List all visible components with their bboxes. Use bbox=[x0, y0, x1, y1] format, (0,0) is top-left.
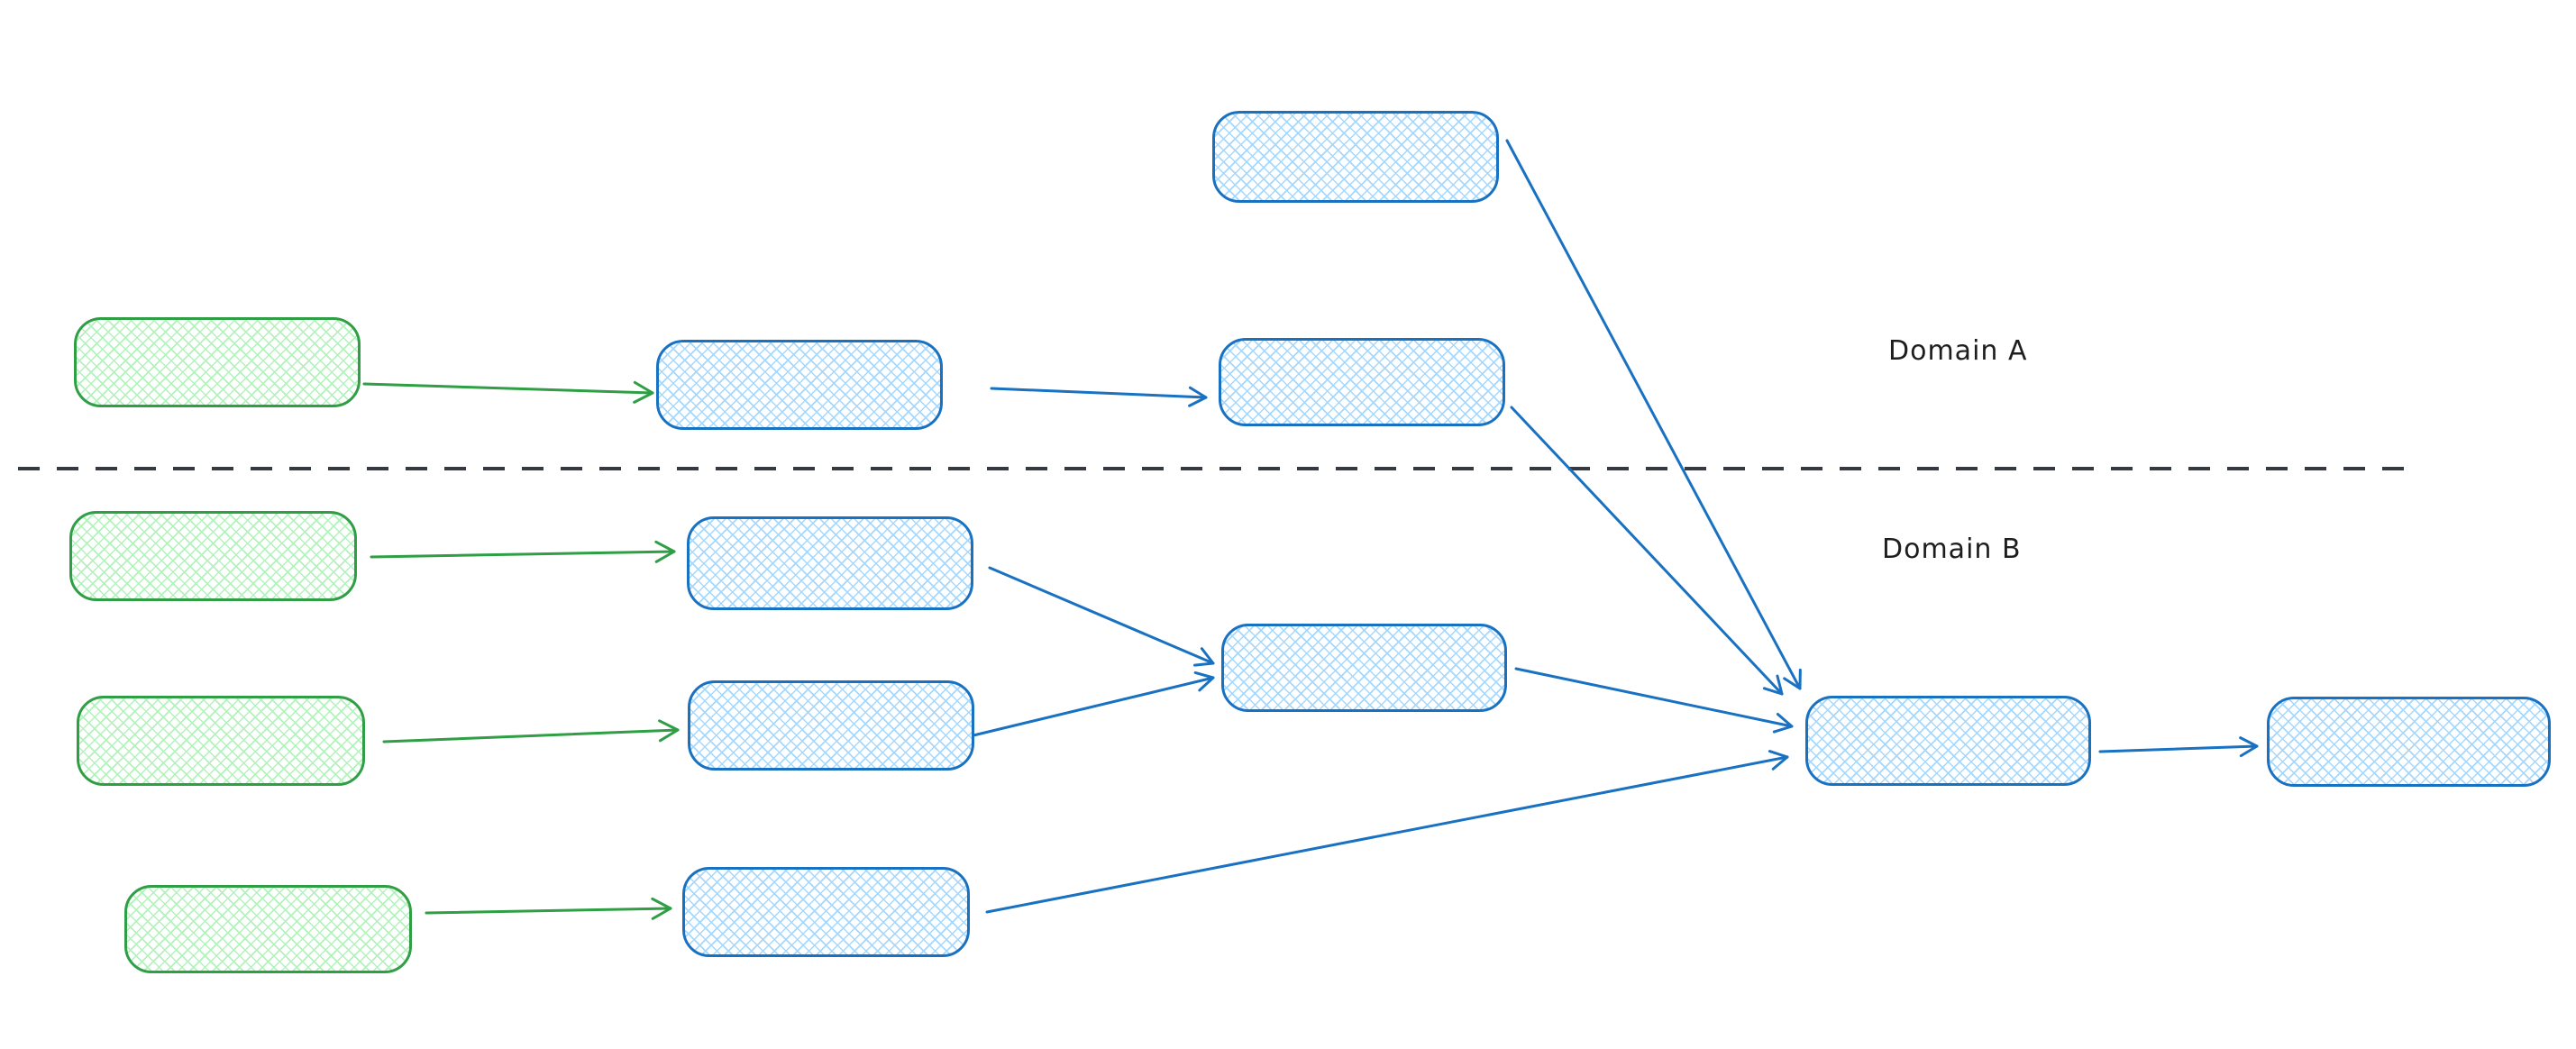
node-blue-a1[interactable] bbox=[656, 340, 943, 430]
node-blue-b3[interactable] bbox=[682, 867, 970, 957]
node-blue-merge[interactable] bbox=[1221, 624, 1507, 712]
arrow-green-b2-to-blue-b2[interactable] bbox=[382, 719, 680, 743]
label-domain-b[interactable]: Domain B bbox=[1882, 534, 2022, 565]
arrow-blue-b2-to-blue-merge[interactable] bbox=[972, 670, 1215, 737]
arrow-green-a1-to-blue-a1[interactable] bbox=[362, 380, 654, 404]
arrow-blue-a1-to-blue-a2[interactable] bbox=[990, 386, 1208, 407]
node-blue-hub[interactable] bbox=[1805, 696, 2091, 786]
node-green-b3[interactable] bbox=[124, 885, 412, 973]
node-blue-b2[interactable] bbox=[688, 680, 974, 771]
label-domain-a[interactable]: Domain A bbox=[1888, 335, 2028, 367]
node-green-b2[interactable] bbox=[77, 696, 365, 786]
node-green-domain-a[interactable] bbox=[74, 317, 361, 407]
arrow-blue-b1-to-blue-merge[interactable] bbox=[988, 566, 1215, 667]
arrow-blue-hub-to-blue-output[interactable] bbox=[2098, 736, 2259, 758]
node-blue-a2[interactable] bbox=[1219, 338, 1505, 426]
arrow-blue-a2-to-blue-hub[interactable] bbox=[1510, 406, 1784, 696]
arrow-blue-merge-to-blue-hub[interactable] bbox=[1514, 667, 1794, 734]
arrow-green-b1-to-blue-b1[interactable] bbox=[370, 540, 676, 563]
node-green-b1[interactable] bbox=[69, 511, 357, 601]
node-blue-top[interactable] bbox=[1212, 111, 1499, 203]
arrow-blue-b3-to-blue-hub[interactable] bbox=[985, 750, 1789, 914]
arrow-blue-top-to-blue-hub[interactable] bbox=[1505, 139, 1802, 690]
node-blue-output[interactable] bbox=[2267, 697, 2551, 787]
arrow-green-b3-to-blue-b3[interactable] bbox=[425, 897, 672, 920]
node-blue-b1[interactable] bbox=[687, 516, 973, 610]
